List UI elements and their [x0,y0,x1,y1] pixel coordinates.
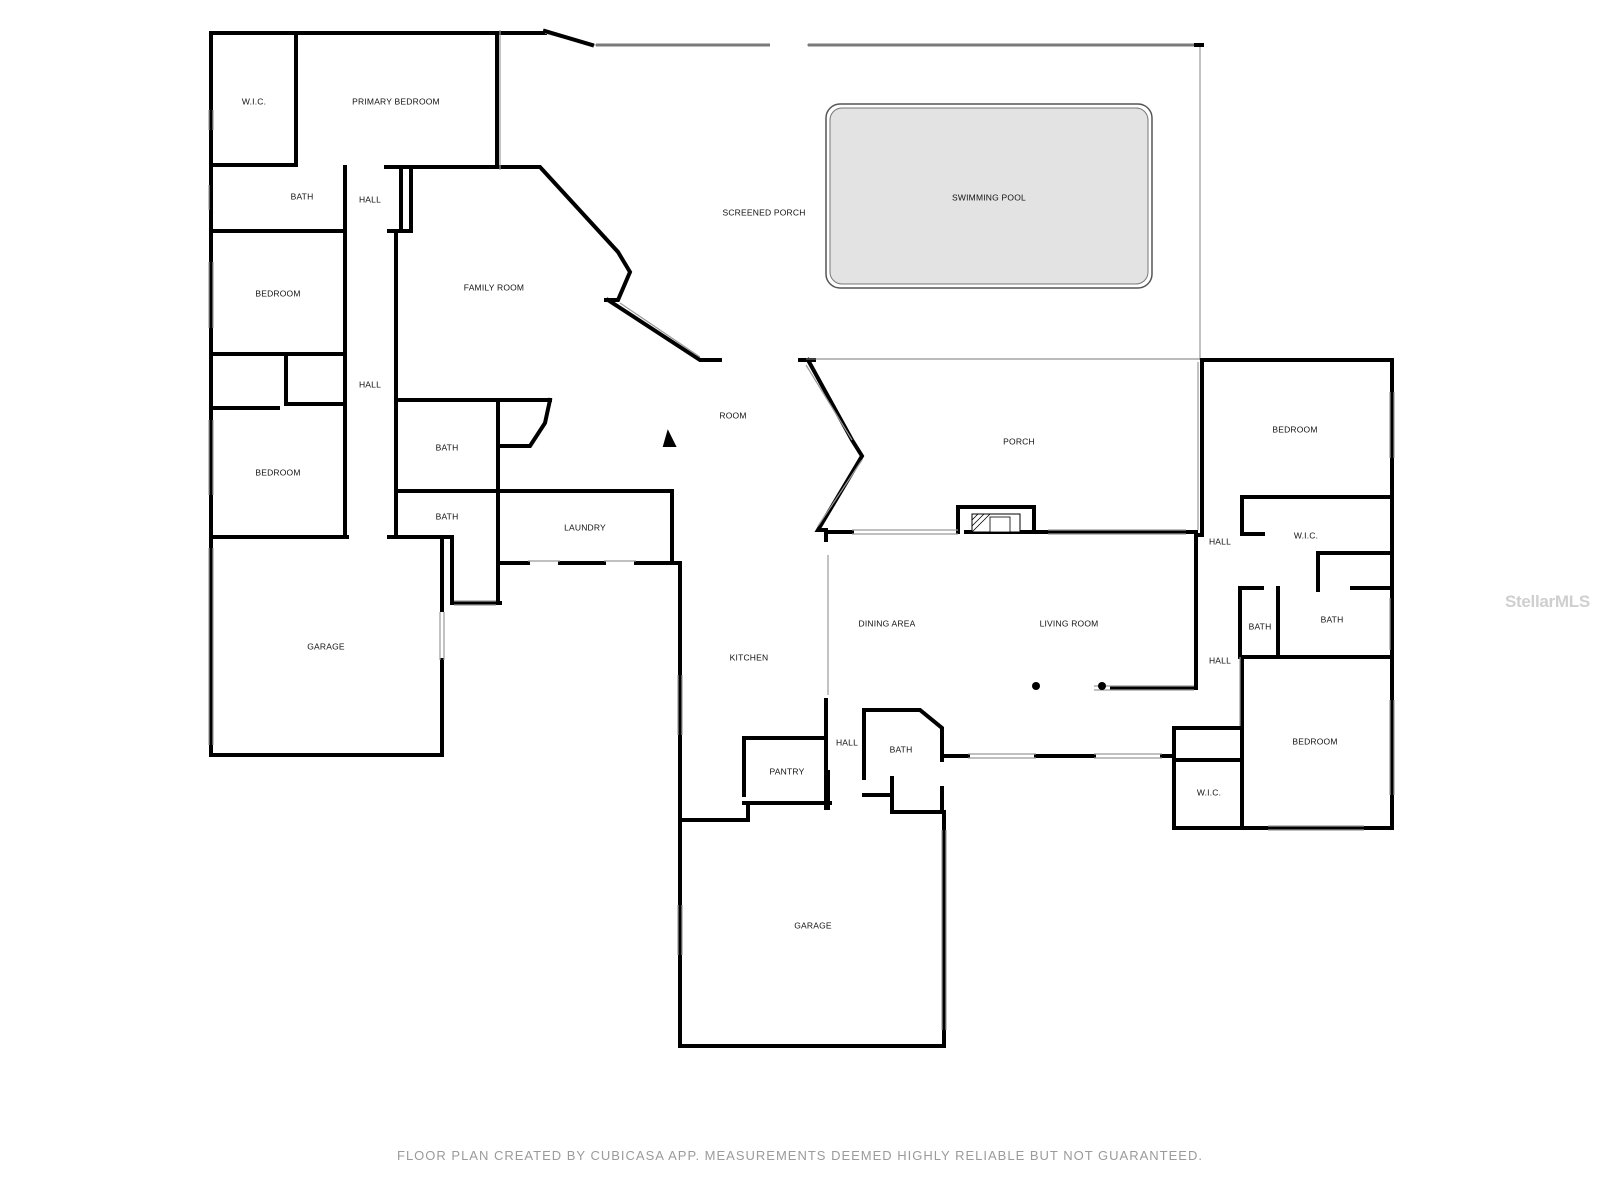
label-room: ROOM [719,410,746,420]
label-bath-5: BATH [1321,614,1344,624]
label-dining-area: DINING AREA [859,618,916,628]
label-bath-3: BATH [436,511,459,521]
west-wing-walls [209,31,547,757]
label-swimming-pool: SWIMMING POOL [952,192,1026,202]
label-wic-2: W.I.C. [1294,530,1318,540]
label-screened-porch: SCREENED PORCH [722,207,805,217]
label-hall-2: HALL [359,379,381,389]
bath-laundry-walls [394,397,682,822]
label-bath-2: BATH [436,442,459,452]
label-bath-6: BATH [890,744,913,754]
label-kitchen: KITCHEN [730,652,769,662]
label-bedroom-1: BEDROOM [255,288,300,298]
screened-porch-screens [499,28,1204,527]
room-labels: W.I.C. PRIMARY BEDROOM BATH HALL SCREENE… [242,96,1344,930]
label-family-room: FAMILY ROOM [464,282,524,292]
label-hall-4: HALL [1209,655,1231,665]
family-room-walls [495,165,865,532]
label-hall-1: HALL [359,194,381,204]
label-garage-2: GARAGE [794,920,832,930]
fireplace [971,513,1021,533]
label-bath-4: BATH [1249,621,1272,631]
label-wic-3: W.I.C. [1197,787,1221,797]
windows [208,110,1395,1030]
swimming-pool [825,103,1153,289]
label-bedroom-2: BEDROOM [255,467,300,477]
label-wic-1: W.I.C. [242,96,266,106]
label-porch: PORCH [1003,436,1035,446]
label-hall-5: HALL [836,737,858,747]
label-primary-bedroom: PRIMARY BEDROOM [352,96,440,106]
watermark: StellarMLS [1505,592,1590,611]
label-laundry: LAUNDRY [564,522,606,532]
label-garage-1: GARAGE [307,641,345,651]
label-living-room: LIVING ROOM [1040,618,1099,628]
label-bedroom-3: BEDROOM [1272,424,1317,434]
center-walls [678,530,1176,1048]
footer-disclaimer: FLOOR PLAN CREATED BY CUBICASA APP. MEAS… [397,1148,1203,1163]
east-wing-walls [824,358,1394,830]
label-hall-3: HALL [1209,536,1231,546]
label-bedroom-4: BEDROOM [1292,736,1337,746]
label-pantry: PANTRY [770,766,805,776]
label-bath-1: BATH [291,191,314,201]
columns [1032,682,1106,690]
